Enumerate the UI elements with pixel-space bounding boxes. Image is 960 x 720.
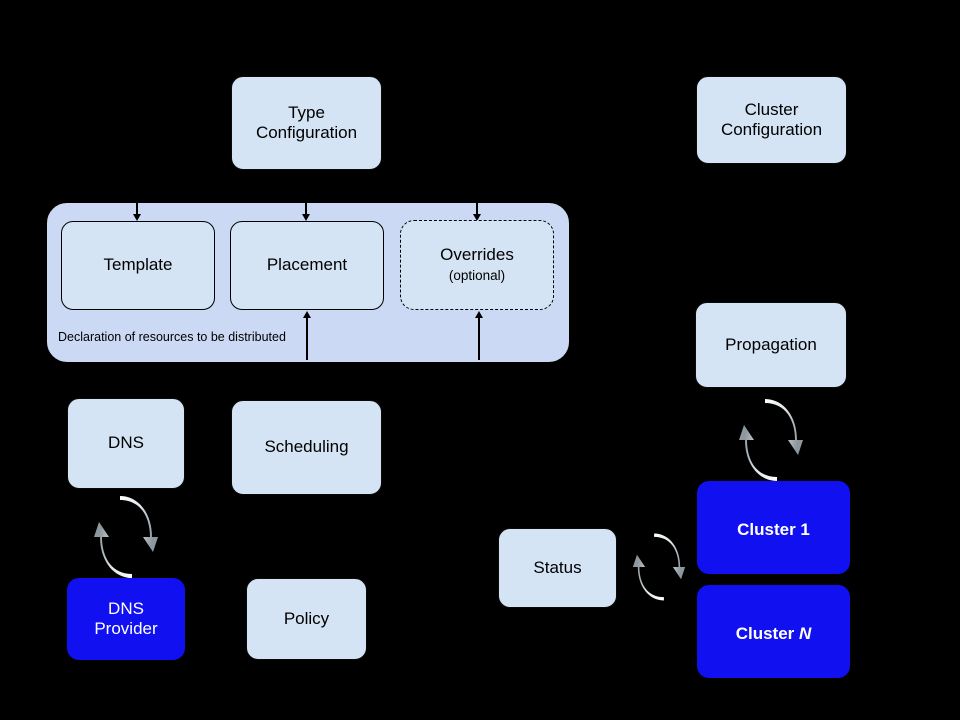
type-config-line2: Configuration bbox=[255, 123, 358, 142]
node-placement-label: Placement bbox=[266, 255, 348, 275]
arrowhead-overrides bbox=[472, 214, 481, 221]
node-policy[interactable]: Policy bbox=[246, 578, 367, 660]
arrowhead-placement-bottom bbox=[302, 311, 311, 318]
arrowhead-placement bbox=[301, 214, 310, 221]
node-dns-provider[interactable]: DNS Provider bbox=[67, 578, 185, 660]
dns-provider-line2: Provider bbox=[94, 619, 158, 638]
node-scheduling[interactable]: Scheduling bbox=[231, 400, 382, 495]
overrides-line2: (optional) bbox=[448, 268, 506, 283]
node-type-configuration-label: Type Configuration bbox=[256, 103, 357, 143]
cluster-n-suffix: N bbox=[799, 624, 812, 643]
connector-type-config-to-placement bbox=[305, 170, 307, 217]
sync-cycle-icon-propagation bbox=[733, 397, 809, 483]
connector-policy-to-overrides bbox=[478, 317, 480, 360]
node-cluster-1-label: Cluster 1 bbox=[737, 520, 810, 540]
node-overrides-label: Overrides (optional) bbox=[440, 245, 514, 285]
node-overrides[interactable]: Overrides (optional) bbox=[400, 220, 554, 310]
node-cluster-configuration[interactable]: Cluster Configuration bbox=[696, 76, 847, 164]
node-type-configuration[interactable]: Type Configuration bbox=[231, 76, 382, 170]
arrowhead-template bbox=[132, 214, 141, 221]
node-dns-label: DNS bbox=[108, 433, 144, 453]
overrides-line1: Overrides bbox=[440, 244, 514, 264]
dns-provider-line1: DNS bbox=[108, 598, 144, 618]
connector-scheduling-to-placement bbox=[306, 317, 308, 360]
node-template-label: Template bbox=[103, 255, 173, 275]
node-cluster-n-label: Cluster N bbox=[736, 624, 812, 644]
group-caption: Declaration of resources to be distribut… bbox=[58, 330, 286, 344]
node-scheduling-label: Scheduling bbox=[264, 437, 349, 457]
node-status[interactable]: Status bbox=[498, 528, 617, 608]
cluster-n-prefix: Cluster bbox=[735, 624, 795, 643]
cluster-1-suffix: 1 bbox=[800, 520, 810, 539]
sync-cycle-icon-dns bbox=[88, 494, 164, 580]
type-config-line1: Type bbox=[288, 102, 325, 122]
node-dns[interactable]: DNS bbox=[67, 398, 185, 489]
node-placement[interactable]: Placement bbox=[230, 221, 384, 310]
connector-type-config-to-overrides bbox=[476, 203, 478, 217]
node-dns-provider-label: DNS Provider bbox=[94, 599, 157, 639]
sync-cycle-icon-status bbox=[628, 528, 690, 606]
node-cluster-configuration-label: Cluster Configuration bbox=[721, 100, 822, 140]
cluster-1-prefix: Cluster bbox=[737, 520, 796, 539]
cluster-config-line2: Configuration bbox=[720, 120, 823, 139]
arrowhead-overrides-bottom bbox=[474, 311, 483, 318]
node-cluster-1[interactable]: Cluster 1 bbox=[697, 481, 850, 574]
node-template[interactable]: Template bbox=[61, 221, 215, 310]
cluster-config-line1: Cluster bbox=[744, 99, 799, 119]
node-cluster-n[interactable]: Cluster N bbox=[697, 585, 850, 678]
node-status-label: Status bbox=[533, 557, 582, 577]
connector-type-config-to-template bbox=[136, 203, 138, 217]
node-propagation[interactable]: Propagation bbox=[695, 302, 847, 388]
node-propagation-label: Propagation bbox=[725, 334, 817, 354]
node-policy-label: Policy bbox=[283, 608, 330, 628]
